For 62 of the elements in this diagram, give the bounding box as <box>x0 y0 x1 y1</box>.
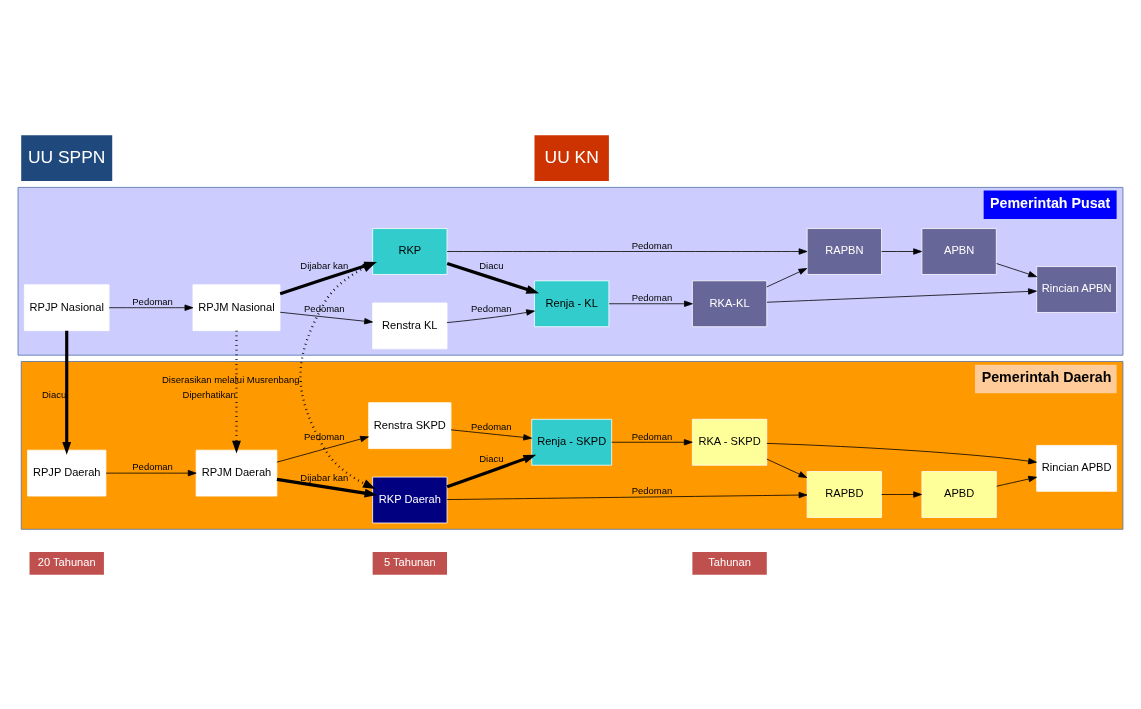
node-box: APBD <box>921 470 997 518</box>
arrow <box>279 311 373 324</box>
arrow <box>446 247 808 255</box>
node-box: RKA - SKPD <box>692 418 768 466</box>
arrow <box>108 304 194 311</box>
arrow <box>996 475 1037 487</box>
label: 5 Tahunan <box>384 555 436 568</box>
node-box: RPJM Daerah <box>195 449 278 496</box>
node-box: RKA-KL <box>692 279 768 327</box>
label: UU SPPN <box>28 146 106 167</box>
arrow <box>766 442 1037 464</box>
arrow <box>276 435 369 463</box>
edge-label: Pedoman <box>631 484 673 496</box>
arrow <box>766 267 808 287</box>
node-box: RAPBD <box>806 470 882 518</box>
node-box: RKP Daerah <box>372 476 448 523</box>
arrow <box>766 287 1037 303</box>
edge-label: Pedoman <box>132 295 173 307</box>
edge-label: Pedoman <box>631 430 673 442</box>
node-box: Rincian APBN <box>1036 265 1117 313</box>
arrow <box>446 261 540 294</box>
edge-label: Pedoman <box>132 460 173 472</box>
edge-label: Pedoman <box>304 430 345 442</box>
label: UU KN <box>544 146 599 167</box>
arrow <box>996 262 1037 277</box>
node-box: Renja - KL <box>534 279 610 327</box>
edge-label: Diacu <box>479 452 504 464</box>
edge-label: Diacu <box>479 259 504 271</box>
arrow <box>446 454 537 488</box>
edge-label: Pedoman <box>471 302 512 314</box>
edge-label: Pedoman <box>304 302 345 314</box>
node-box: RPJP Daerah <box>27 449 107 496</box>
node-box: Rincian APBD <box>1036 444 1117 492</box>
node-box: RPJP Nasional <box>24 283 110 331</box>
arrow <box>881 247 922 255</box>
arrow <box>608 300 693 307</box>
arrow <box>611 438 693 445</box>
arrow <box>766 458 808 478</box>
node-box: RKP <box>372 227 448 275</box>
edge-label: Dijabar kan <box>300 259 349 271</box>
edge-label: Dijabar kan <box>300 471 349 483</box>
edge-label: Pedoman <box>631 291 673 303</box>
label: 20 Tahunan <box>37 555 96 568</box>
node-box: Renstra KL <box>372 302 448 349</box>
arrow <box>446 308 535 323</box>
arrow <box>446 491 808 500</box>
node-box: Renstra SKPD <box>368 401 452 449</box>
node-box: APBN <box>921 227 997 275</box>
edge-label: Diperhatikan <box>182 388 236 400</box>
edge-label: Pedoman <box>631 239 673 251</box>
arrow <box>450 428 532 440</box>
arrow <box>105 469 197 476</box>
node-box: RAPBN <box>806 227 882 275</box>
node-box: RPJM Nasional <box>192 283 281 331</box>
arrow <box>276 477 378 497</box>
arrow <box>881 490 922 498</box>
arrow <box>62 330 72 455</box>
edge-label: Pedoman <box>471 420 512 432</box>
arrow <box>232 330 241 453</box>
node-box: Renja - SKPD <box>531 418 613 466</box>
label: Tahunan <box>708 555 751 568</box>
edge-label: Diserasikan melalui Musrenbang <box>162 373 300 385</box>
